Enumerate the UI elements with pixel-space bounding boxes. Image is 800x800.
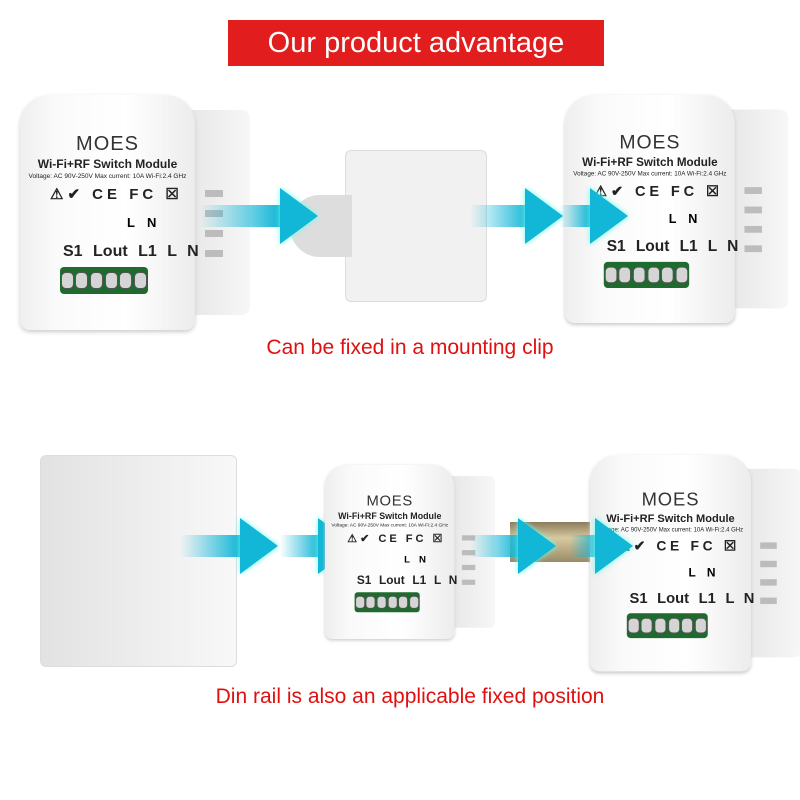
module-spec: Voltage: AC 90V-250V Max current: 10A Wi… bbox=[331, 522, 449, 528]
arrow-right-icon bbox=[590, 188, 628, 244]
terminal-block bbox=[354, 592, 420, 613]
module-name: Wi-Fi+RF Switch Module bbox=[582, 155, 718, 169]
module-name: Wi-Fi+RF Switch Module bbox=[606, 512, 735, 525]
label-l: L bbox=[127, 215, 135, 230]
module-spec: Voltage: AC 90V-250V Max current: 10A Wi… bbox=[28, 173, 187, 180]
arrow-shaft bbox=[180, 535, 240, 557]
cert-icons: ⚠✔ CE FC ☒ bbox=[347, 532, 446, 545]
arrow-shaft bbox=[470, 535, 520, 557]
label-n: N bbox=[418, 553, 426, 565]
module-logo: MOES bbox=[641, 489, 700, 511]
caption-din-rail: Din rail is also an applicable fixed pos… bbox=[215, 685, 605, 708]
label-n: N bbox=[688, 211, 698, 226]
arrow-right-icon bbox=[525, 188, 563, 244]
label-l: L bbox=[404, 553, 411, 565]
switch-module-small: MOES Wi-Fi+RF Switch Module Voltage: AC … bbox=[325, 465, 496, 639]
arrow-right-icon bbox=[595, 518, 633, 574]
arrow-shaft bbox=[280, 535, 320, 557]
module-logo: MOES bbox=[76, 133, 139, 155]
label-l: L bbox=[688, 565, 696, 580]
label-n: N bbox=[706, 565, 716, 580]
label-n: N bbox=[147, 215, 157, 230]
module-spec: Voltage: AC 90V-250V Max current: 10A Wi… bbox=[573, 170, 727, 178]
arrow-right-icon bbox=[280, 188, 318, 244]
arrow-shaft bbox=[560, 205, 590, 227]
switch-module: MOES Wi-Fi+RF Switch Module Voltage: AC … bbox=[20, 95, 250, 330]
arrow-shaft bbox=[470, 205, 530, 227]
din-rail-clip bbox=[40, 455, 237, 667]
module-spec: Voltage: AC 90V-250V Max current: 10A Wi… bbox=[597, 526, 744, 534]
arrow-right-icon bbox=[240, 518, 278, 574]
label-l: L bbox=[668, 211, 677, 226]
terminal-labels: S1 Lout L1 L N bbox=[606, 238, 739, 256]
arrow-shaft bbox=[200, 205, 280, 227]
arrow-shaft bbox=[570, 535, 600, 557]
module-logo: MOES bbox=[366, 493, 414, 510]
mounting-clip bbox=[345, 150, 487, 302]
terminal-labels: S1 Lout L1 L N bbox=[63, 243, 199, 260]
terminal-block bbox=[626, 613, 708, 639]
terminal-block bbox=[60, 267, 148, 294]
module-name: Wi-Fi+RF Switch Module bbox=[37, 157, 178, 171]
module-logo: MOES bbox=[619, 131, 681, 154]
cert-icons: ⚠✔ CE FC ☒ bbox=[617, 538, 740, 555]
arrow-right-icon bbox=[518, 518, 556, 574]
terminal-labels: S1 Lout L1 L N bbox=[629, 591, 755, 607]
caption-mounting-clip: Can be fixed in a mounting clip bbox=[266, 336, 554, 359]
module-name: Wi-Fi+RF Switch Module bbox=[338, 510, 442, 522]
switch-module-on-rail: MOES Wi-Fi+RF Switch Module Voltage: AC … bbox=[590, 455, 800, 672]
cert-icons: ⚠✔ CE FC ☒ bbox=[50, 186, 183, 203]
terminal-labels: S1 Lout L1 L N bbox=[356, 574, 458, 588]
banner-title: Our product advantage bbox=[228, 20, 604, 66]
terminal-block bbox=[603, 261, 690, 289]
